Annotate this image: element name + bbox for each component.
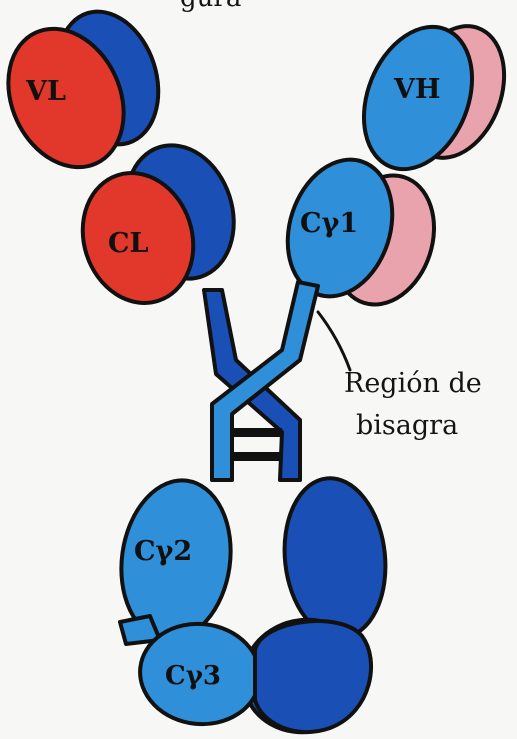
right-hinge-strand bbox=[210, 280, 320, 482]
hinge-pointer-line bbox=[316, 310, 352, 372]
hinge-annotation-line2: bisagra bbox=[356, 410, 458, 441]
right-ch3-overlap bbox=[253, 619, 374, 734]
vh-label: VH bbox=[393, 74, 440, 105]
ch2-label: Cγ2 bbox=[134, 536, 192, 567]
right-ch2-domain bbox=[282, 476, 388, 640]
hinge-annotation-line1: Región de bbox=[344, 368, 482, 399]
vh-domain bbox=[361, 24, 475, 172]
ch3-label: Cγ3 bbox=[165, 661, 221, 691]
disulfide-bond-2 bbox=[232, 452, 282, 461]
ch1-label: Cγ1 bbox=[300, 208, 358, 239]
right-fab-arm bbox=[285, 24, 507, 307]
vl-domain bbox=[6, 26, 126, 170]
vl-label: VL bbox=[25, 76, 66, 107]
hinge-region bbox=[202, 280, 320, 482]
header-fragment: gura bbox=[180, 0, 241, 13]
cl-label: CL bbox=[108, 228, 148, 259]
fc-region bbox=[118, 476, 388, 735]
disulfide-bond-1 bbox=[232, 428, 282, 437]
cl-domain bbox=[80, 171, 196, 305]
left-fab-arm bbox=[6, 9, 236, 305]
ch1-domain bbox=[285, 157, 395, 299]
